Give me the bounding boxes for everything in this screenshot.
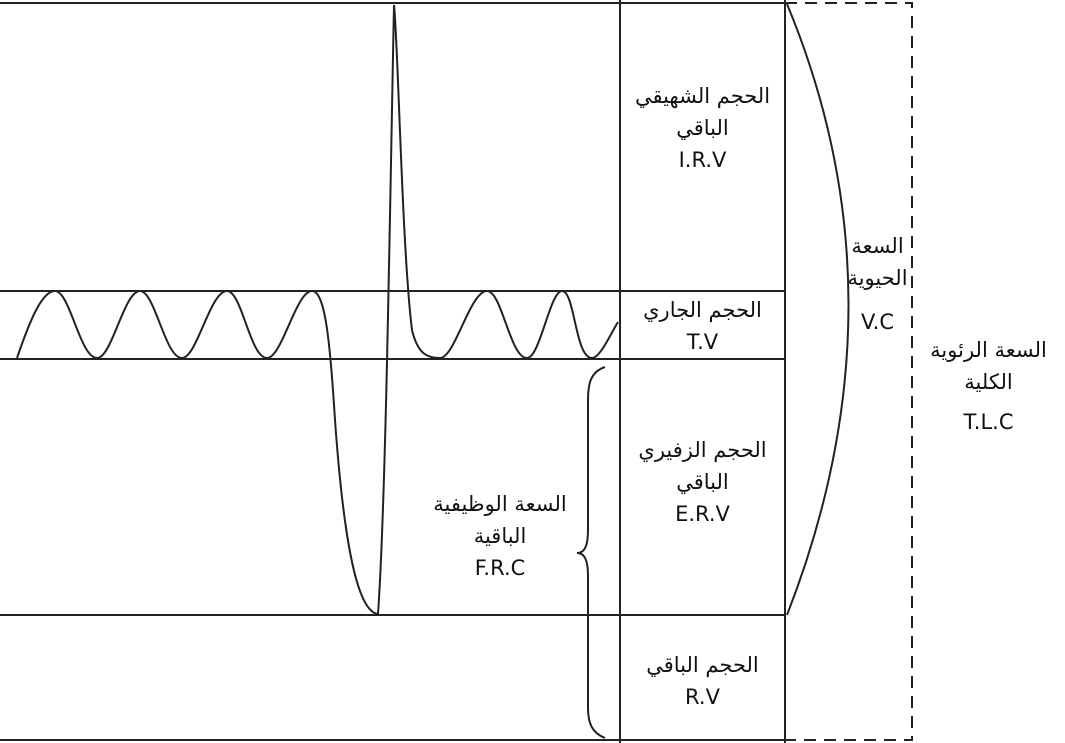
irv-name-line1: الحجم الشهيقي <box>634 84 771 108</box>
tlc-name-line2: الكلية <box>964 370 1013 394</box>
rv-name: الحجم الباقي <box>646 653 759 677</box>
tlc-abbr: T.L.C <box>963 410 1014 434</box>
frc-abbr: F.R.C <box>474 556 526 580</box>
frc-curly-brace <box>576 366 606 739</box>
erv-name-line1: الحجم الزفيري <box>638 438 767 462</box>
spirogram-trace <box>16 4 619 616</box>
irv-name-line2: الباقي <box>676 116 729 140</box>
vc-name-line2: الحيوية <box>847 266 908 290</box>
tlc-label: السعة الرئوية الكلية T.L.C <box>912 334 1065 438</box>
rv-abbr: R.V <box>685 685 720 709</box>
irv-label: الحجم الشهيقي الباقي I.R.V <box>620 80 785 176</box>
irv-abbr: I.R.V <box>678 148 727 172</box>
tv-abbr: T.V <box>686 330 719 354</box>
vc-name-line1: السعة <box>851 234 904 258</box>
vc-abbr: V.C <box>861 310 894 334</box>
frc-name-line1: السعة الوظيفية <box>433 492 567 516</box>
erv-abbr: E.R.V <box>675 502 730 526</box>
vital-capacity-arc <box>786 3 850 616</box>
erv-name-line2: الباقي <box>676 470 729 494</box>
vc-label: السعة الحيوية V.C <box>830 230 925 338</box>
tv-label: الحجم الجاري T.V <box>620 294 785 358</box>
rv-label: الحجم الباقي R.V <box>620 649 785 713</box>
erv-label: الحجم الزفيري الباقي E.R.V <box>620 434 785 530</box>
tlc-name-line1: السعة الرئوية <box>930 338 1047 362</box>
tv-name: الحجم الجاري <box>643 298 762 322</box>
total-lung-capacity-bracket <box>785 2 913 741</box>
frc-label: السعة الوظيفية الباقية F.R.C <box>415 488 585 584</box>
frc-name-line2: الباقية <box>473 524 527 548</box>
